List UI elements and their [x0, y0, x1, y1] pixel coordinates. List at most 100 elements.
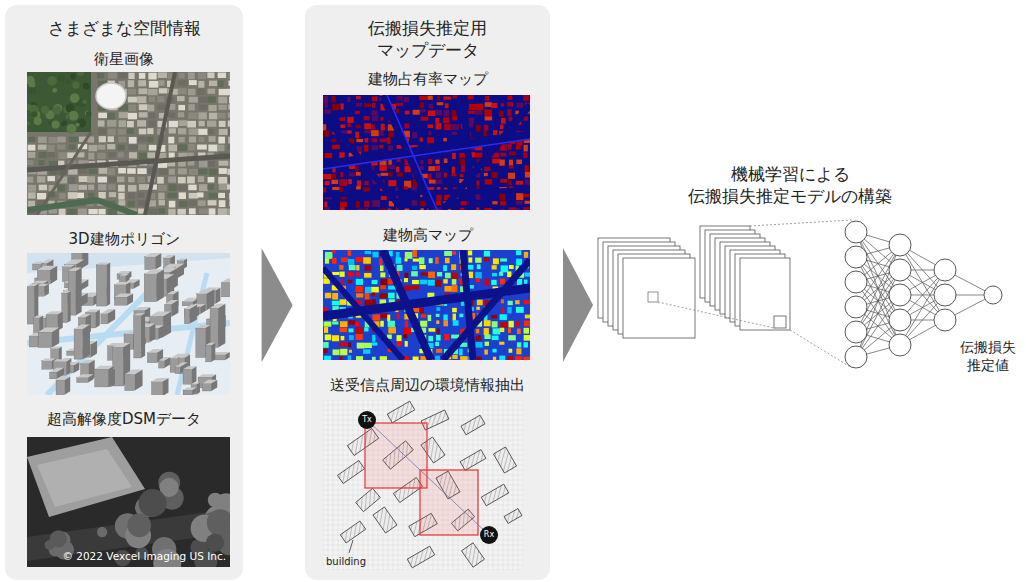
building-roof — [151, 378, 168, 382]
building-cell — [492, 159, 500, 164]
building-cell — [436, 201, 441, 206]
building-cell — [507, 96, 512, 100]
city-block — [169, 121, 178, 128]
panel: さまざまな空間情報 — [5, 5, 243, 580]
city-block — [59, 193, 66, 199]
building-cell — [444, 173, 447, 178]
environment-diagram — [323, 400, 523, 570]
building-cell — [396, 103, 404, 106]
city-block — [199, 97, 208, 103]
height-cell — [524, 328, 529, 334]
city-block — [87, 176, 95, 182]
city-block — [149, 81, 159, 88]
city-block — [57, 185, 65, 192]
height-cell — [348, 250, 352, 256]
city-block — [208, 136, 215, 142]
height-cell — [517, 329, 521, 335]
road — [27, 156, 230, 170]
city-block — [189, 208, 196, 214]
kernel-window — [774, 316, 786, 328]
building-cell — [371, 130, 379, 136]
map-caption: 建物高マップ — [305, 226, 550, 246]
height-cell — [436, 335, 441, 341]
height-cell — [492, 349, 496, 353]
building-roof — [114, 282, 130, 285]
height-cell — [356, 293, 363, 297]
building-cell — [453, 95, 457, 98]
nn-neuron — [889, 284, 911, 306]
building-cell — [452, 153, 456, 159]
tree — [27, 121, 30, 126]
city-block — [197, 192, 203, 197]
city-block — [147, 137, 153, 142]
building-cell — [501, 118, 506, 124]
building-cell — [493, 130, 498, 135]
nn-link — [900, 245, 945, 320]
city-block — [227, 184, 230, 189]
tree — [66, 124, 76, 134]
building-roof — [134, 307, 150, 310]
city-block — [138, 192, 145, 197]
city-block — [118, 73, 127, 78]
height-cell — [356, 356, 363, 360]
tree — [72, 81, 79, 88]
city-block — [27, 160, 33, 165]
height-cell — [500, 279, 505, 285]
building-front — [196, 328, 206, 357]
building-front — [159, 361, 165, 369]
height-cell — [403, 334, 407, 338]
building-footprint — [373, 507, 397, 533]
city-block — [198, 72, 207, 79]
building-side — [76, 267, 82, 315]
height-cell — [348, 320, 355, 325]
building-cell — [525, 179, 530, 184]
height-cell — [404, 278, 408, 282]
building-front — [221, 282, 230, 297]
grid-line — [323, 570, 523, 571]
building-cell — [484, 167, 490, 171]
building-roof — [179, 355, 190, 358]
city-block — [198, 200, 206, 206]
building-cell — [404, 208, 409, 210]
height-cell — [452, 285, 458, 292]
building-cell — [500, 179, 507, 183]
city-block — [37, 176, 45, 182]
building-front — [77, 377, 88, 382]
building-cell — [444, 124, 451, 130]
building-front — [210, 308, 218, 347]
building-cell — [436, 194, 441, 201]
city-block — [188, 72, 195, 79]
height-cell — [325, 293, 331, 299]
city-block — [68, 192, 77, 199]
height-cell — [381, 279, 387, 285]
tx-point — [358, 411, 376, 429]
city-block — [169, 128, 176, 133]
city-block — [178, 120, 187, 126]
height-cell — [437, 272, 442, 276]
height-cell — [443, 320, 448, 326]
height-cell — [341, 336, 345, 340]
tree — [82, 100, 86, 104]
city-block — [47, 152, 55, 157]
height-cell — [508, 328, 511, 333]
city-block — [207, 72, 214, 78]
city-block — [198, 176, 204, 182]
city-block — [159, 80, 165, 85]
building-cell — [507, 109, 511, 115]
building-cell — [476, 153, 482, 158]
city-block — [208, 200, 217, 205]
building-cell — [429, 180, 436, 184]
building-front — [119, 276, 125, 282]
city-block — [128, 105, 136, 112]
image-ground — [27, 72, 230, 215]
city-block — [219, 129, 228, 135]
city-block — [38, 137, 47, 143]
height-cell — [404, 273, 408, 278]
building-cell — [484, 208, 492, 210]
height-cell — [405, 258, 408, 261]
building-cell — [476, 180, 479, 185]
building-roof — [68, 267, 82, 270]
city-block — [188, 144, 195, 151]
city-block — [149, 121, 156, 127]
city-block — [228, 129, 230, 136]
